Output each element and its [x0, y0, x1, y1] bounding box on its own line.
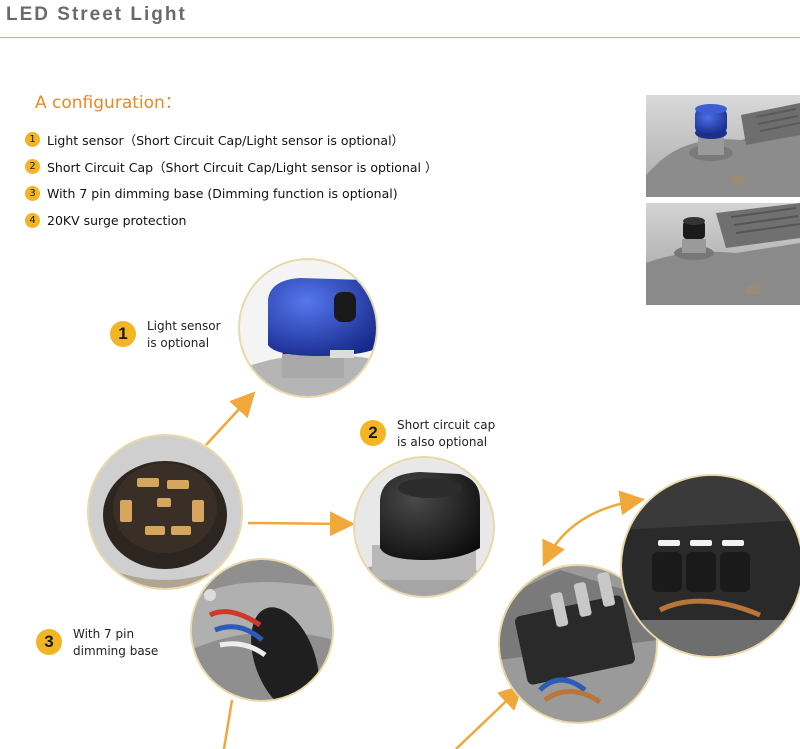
arrow-to-short-cap	[247, 511, 355, 537]
callout-dimming-base: 3 With 7 pin dimming base	[36, 626, 158, 660]
list-item: 3 With 7 pin dimming base (Dimming funct…	[25, 180, 437, 207]
arrow-to-light-sensor	[205, 391, 256, 446]
callout-text: Light sensor is optional	[147, 319, 221, 350]
callout-short-circuit-cap: 2 Short circuit cap is also optional	[360, 417, 495, 451]
number-badge: 3	[25, 186, 40, 201]
double-arrow	[542, 490, 645, 567]
section-title: A configuration：	[35, 93, 182, 113]
list-item-text: Light sensor（Short Circuit Cap/Light sen…	[47, 133, 405, 148]
list-item-text: 20KV surge protection	[47, 213, 187, 228]
list-item-text: With 7 pin dimming base (Dimming functio…	[47, 186, 398, 201]
list-item: 2 Short Circuit Cap（Short Circuit Cap/Li…	[25, 153, 437, 180]
callout-number-badge: 2	[360, 420, 386, 446]
header-divider	[0, 37, 800, 38]
callout-number-badge: 1	[110, 321, 136, 347]
circle-connector	[498, 564, 658, 724]
number-badge: 1	[25, 132, 40, 147]
callout-number-badge: 3	[36, 629, 62, 655]
list-item-text: Short Circuit Cap（Short Circuit Cap/Ligh…	[47, 160, 438, 175]
arrow-down	[222, 699, 234, 749]
circle-dimming-base	[87, 434, 243, 590]
circle-wiring	[190, 558, 334, 702]
number-badge: 4	[25, 213, 40, 228]
callout-light-sensor: 1 Light sensor is optional	[110, 318, 221, 352]
circle-light-sensor	[238, 258, 378, 398]
photo-light-sensor	[646, 95, 800, 197]
photo-short-circuit-cap	[646, 203, 800, 305]
number-badge: 2	[25, 159, 40, 174]
callout-text: With 7 pin dimming base	[73, 627, 159, 658]
list-item: 1 Light sensor（Short Circuit Cap/Light s…	[25, 126, 437, 153]
circle-short-circuit-cap	[353, 456, 495, 598]
list-item: 4 20KV surge protection	[25, 207, 437, 234]
page-title: LED Street Light	[6, 4, 187, 25]
configuration-list: 1 Light sensor（Short Circuit Cap/Light s…	[25, 126, 437, 234]
arrows	[205, 391, 645, 749]
callout-text: Short circuit cap is also optional	[397, 418, 496, 449]
arrow-to-connector	[455, 684, 524, 749]
